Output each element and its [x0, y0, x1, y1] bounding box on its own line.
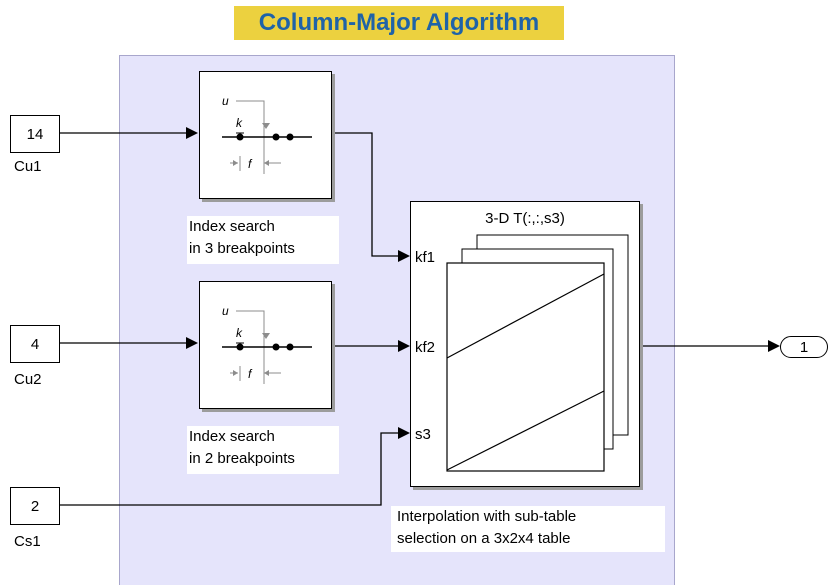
prelookup-1-caption-line2: in 3 breakpoints [189, 240, 295, 257]
interpolation-caption-line2: selection on a 3x2x4 table [397, 530, 571, 547]
constant-cu1-value: 14 [26, 125, 44, 143]
interpolation-caption: Interpolation with sub-table selection o… [391, 506, 665, 552]
arrowhead [768, 340, 780, 352]
interpolation-caption-line1: Interpolation with sub-table [397, 508, 577, 525]
constant-cu2-value: 4 [30, 335, 40, 353]
arrowhead [398, 250, 410, 262]
arrowhead [186, 127, 198, 139]
port-s3-label: s3 [415, 426, 431, 443]
prelookup-icon: u k f [222, 304, 312, 384]
prelookup-2-caption-line2: in 2 breakpoints [189, 450, 295, 467]
prelookup-fraction-symbol: f [248, 157, 253, 171]
table-dimension-label: 3-D T(:,:,s3) [485, 210, 565, 227]
prelookup-block-2[interactable]: u k f [199, 281, 332, 409]
constant-cu1-label: Cu1 [14, 158, 42, 175]
prelookup-icon: u k f [222, 94, 312, 174]
arrowhead [186, 337, 198, 349]
prelookup-index-symbol: k [236, 326, 243, 340]
constant-cu2-block[interactable]: 4 [10, 325, 60, 363]
diagram-title: Column-Major Algorithm [234, 6, 564, 40]
prelookup-2-caption-line1: Index search [189, 428, 275, 445]
constant-cs1-block[interactable]: 2 [10, 487, 60, 525]
prelookup-block-1[interactable]: u k f [199, 71, 332, 199]
constant-cu1-block[interactable]: 14 [10, 115, 60, 153]
prelookup-input-symbol: u [222, 94, 229, 108]
constant-cs1-label: Cs1 [14, 533, 41, 550]
outport-1-value: 1 [799, 338, 809, 356]
prelookup-2-caption: Index search in 2 breakpoints [187, 426, 339, 474]
signal-cs1-to-s3 [60, 432, 400, 506]
prelookup-fraction-symbol: f [248, 367, 253, 381]
arrowhead [398, 340, 410, 352]
interpolation-icon: 3-D T(:,:,s3) kf1 kf2 s3 [415, 210, 629, 472]
outport-1-block[interactable]: 1 [780, 336, 828, 358]
prelookup-1-caption-line1: Index search [189, 218, 275, 235]
signal-prelookup1-to-kf1 [332, 132, 400, 257]
prelookup-input-symbol: u [222, 304, 229, 318]
prelookup-index-symbol: k [236, 116, 243, 130]
port-kf1-label: kf1 [415, 249, 435, 266]
constant-cu2-label: Cu2 [14, 371, 42, 388]
prelookup-1-caption: Index search in 3 breakpoints [187, 216, 339, 264]
constant-cs1-value: 2 [30, 497, 40, 515]
arrowhead [398, 427, 410, 439]
interpolation-block[interactable]: 3-D T(:,:,s3) kf1 kf2 s3 [410, 201, 640, 487]
port-kf2-label: kf2 [415, 339, 435, 356]
